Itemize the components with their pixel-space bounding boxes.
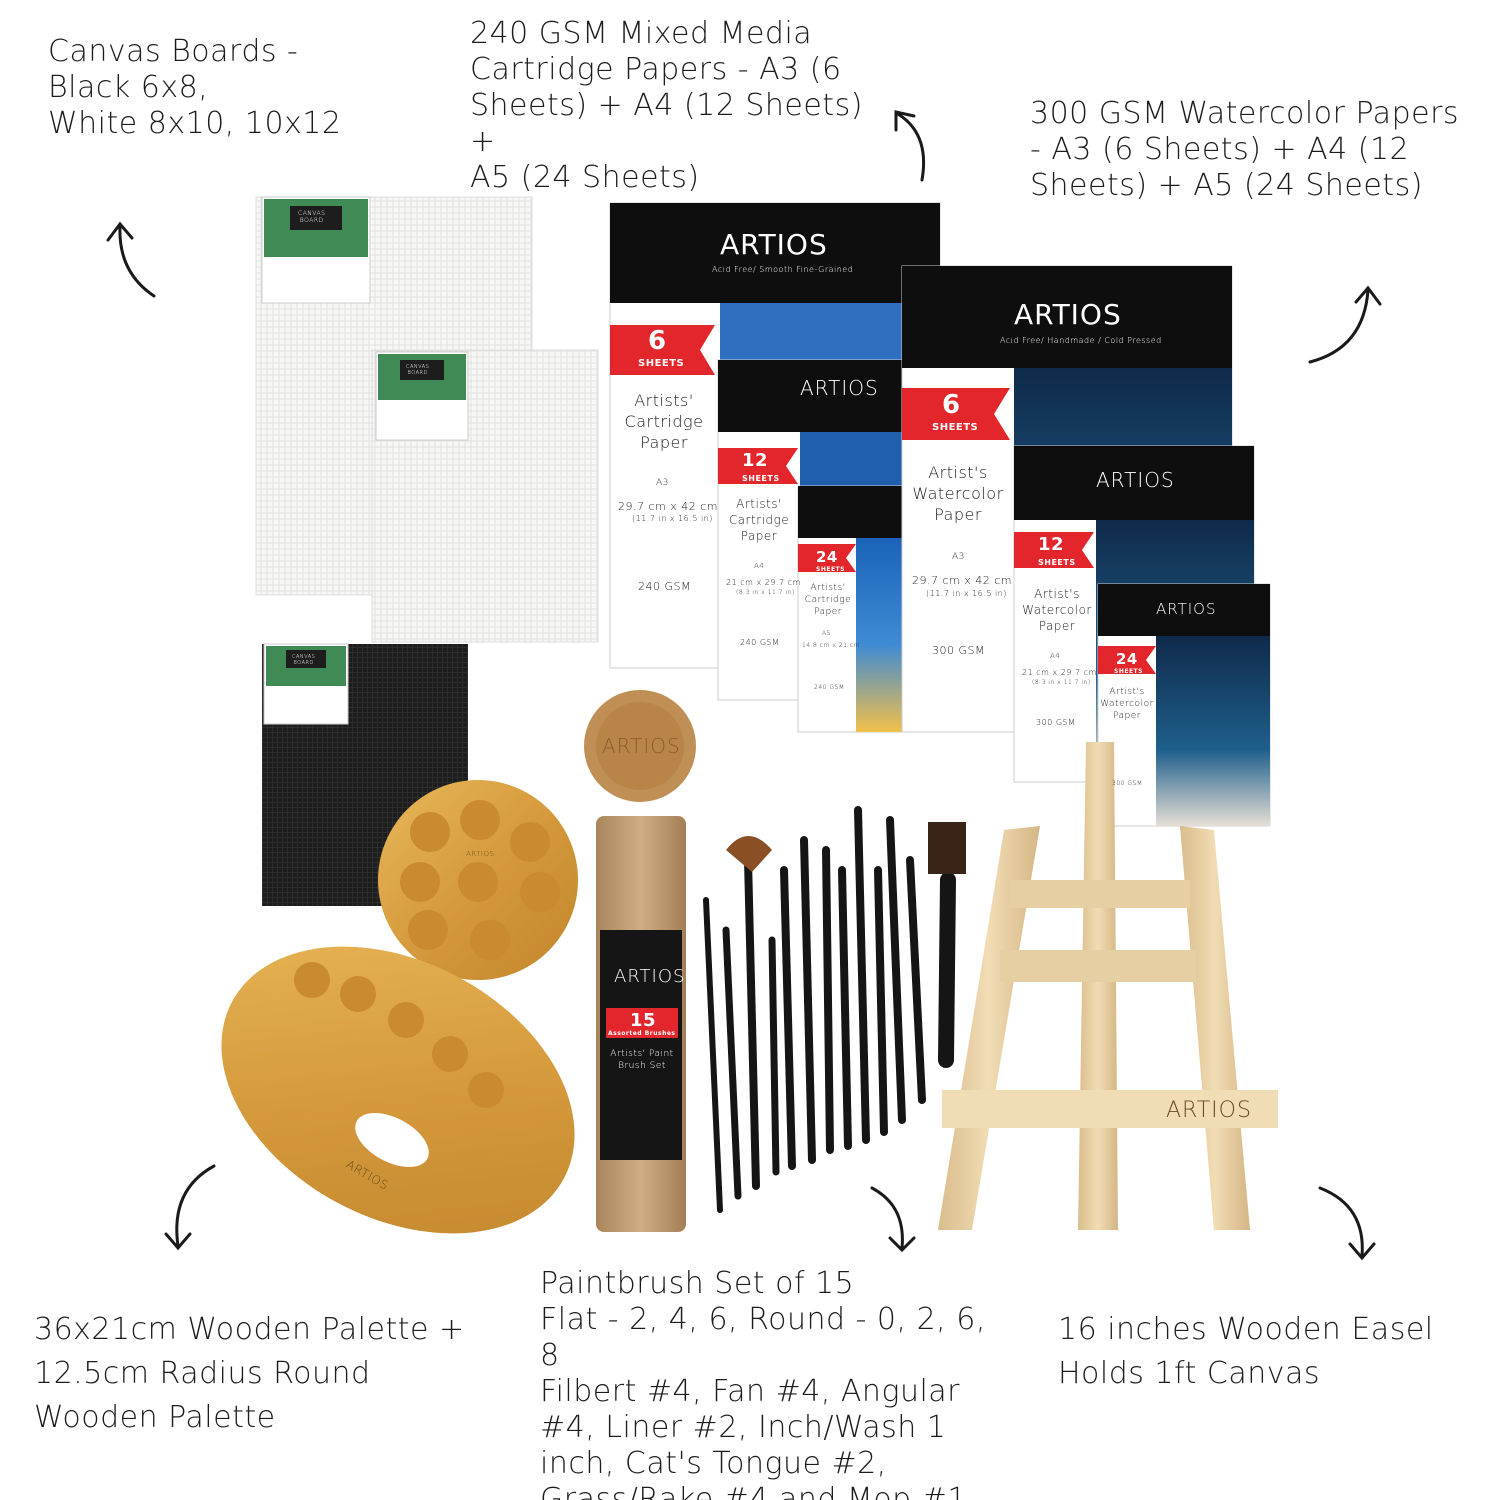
pad-sizein-cartridge-a4: (8.3 in x 11.7 in) bbox=[736, 589, 795, 596]
arrow-icons bbox=[106, 110, 1382, 1261]
pad-sheets-cartridge-a5: SHEETS bbox=[816, 566, 845, 573]
pad-sizecode-watercolor-a4: A4 bbox=[1050, 652, 1061, 660]
pad-brand-cartridge-a3: ARTIOS bbox=[720, 228, 828, 261]
cartridge-pad-a5 bbox=[797, 485, 909, 733]
pad-count-watercolor-a3: 6 bbox=[942, 390, 961, 420]
pad-sheets-cartridge-a3: SHEETS bbox=[638, 358, 685, 369]
tube-count-label: Assorted Brushes bbox=[608, 1030, 676, 1037]
pad-name-cartridge-a4: Artists' Cartridge Paper bbox=[728, 497, 790, 543]
pad-count-cartridge-a3: 6 bbox=[648, 326, 667, 356]
caption-canvas-boards: Canvas Boards - Black 6x8, White 8x10, 1… bbox=[48, 34, 342, 141]
pad-size-cartridge-a5: 14.8 cm x 21 cm bbox=[802, 642, 860, 649]
pad-name-cartridge-a5: Artists' Cartridge Paper bbox=[804, 583, 852, 617]
pad-count-cartridge-a4: 12 bbox=[742, 450, 769, 471]
pad-count-watercolor-a5: 24 bbox=[1116, 650, 1138, 668]
round-palette-brand: ARTIOS bbox=[466, 850, 495, 858]
pad-brand-watercolor-a4: ARTIOS bbox=[1096, 468, 1175, 492]
pad-sizein-cartridge-a3: (11.7 in x 16.5 in) bbox=[632, 514, 713, 523]
pad-size-cartridge-a3: 29.7 cm x 42 cm bbox=[618, 500, 719, 513]
pad-sizecode-cartridge-a4: A4 bbox=[754, 562, 765, 570]
pad-gsm-watercolor-a4: 300 GSM bbox=[1036, 718, 1076, 727]
pad-count-watercolor-a4: 12 bbox=[1038, 534, 1065, 555]
pad-sizecode-cartridge-a5: A5 bbox=[822, 630, 831, 637]
pad-sheets-watercolor-a5: SHEETS bbox=[1114, 668, 1143, 675]
caption-cartridge-papers: 240 GSM Mixed Media Cartridge Papers - A… bbox=[470, 16, 863, 195]
arrow-cartridge-icon bbox=[894, 110, 926, 182]
arrow-easel-icon bbox=[1318, 1186, 1376, 1261]
paint-brushes bbox=[703, 806, 956, 1213]
round-wooden-palette bbox=[378, 780, 578, 980]
watercolor-pad-a5 bbox=[1097, 583, 1271, 827]
pad-sheets-watercolor-a3: SHEETS bbox=[932, 422, 979, 433]
pad-size-watercolor-a3: 29.7 cm x 42 cm bbox=[912, 574, 1013, 587]
arrow-brushes-icon bbox=[870, 1186, 916, 1253]
tube-name: Artists' Paint Brush Set bbox=[610, 1049, 674, 1071]
pad-sizecode-watercolor-a3: A3 bbox=[952, 552, 965, 562]
wood-coaster bbox=[584, 690, 696, 802]
caption-watercolor-papers: 300 GSM Watercolor Papers - A3 (6 Sheets… bbox=[1030, 96, 1460, 203]
caption-easel: 16 inches Wooden Easel Holds 1ft Canvas bbox=[1058, 1312, 1434, 1391]
pad-size-watercolor-a4: 21 cm x 29.7 cm bbox=[1022, 668, 1097, 677]
pad-name-cartridge-a3: Artists' Cartridge Paper bbox=[624, 391, 704, 452]
pad-size-cartridge-a4: 21 cm x 29.7 cm bbox=[726, 578, 801, 587]
easel-brand: ARTIOS bbox=[1166, 1098, 1252, 1123]
pad-brand-watercolor-a5: ARTIOS bbox=[1156, 600, 1217, 618]
tube-count: 15 bbox=[630, 1010, 657, 1031]
brush-tube bbox=[596, 816, 686, 1232]
coaster-brand: ARTIOS bbox=[602, 734, 681, 758]
arrow-watercolor-icon bbox=[1308, 285, 1382, 364]
pad-sizecode-cartridge-a3: A3 bbox=[656, 478, 669, 488]
pad-gsm-watercolor-a5: 300 GSM bbox=[1112, 780, 1143, 787]
pad-gsm-watercolor-a3: 300 GSM bbox=[932, 644, 985, 657]
brush-tips bbox=[726, 822, 966, 874]
pad-sizein-watercolor-a4: (8.3 in x 11.7 in) bbox=[1032, 679, 1091, 686]
pad-brand-watercolor-a3: ARTIOS bbox=[1014, 298, 1122, 331]
pad-name-watercolor-a3: Artist's Watercolor Paper bbox=[912, 463, 1004, 524]
caption-brushes: Paintbrush Set of 15 Flat - 2, 4, 6, Rou… bbox=[540, 1266, 986, 1500]
canvas-label-black: CANVAS BOARD bbox=[292, 654, 316, 666]
pad-name-watercolor-a4: Artist's Watercolor Paper bbox=[1022, 587, 1092, 633]
caption-palettes: 36x21cm Wooden Palette + 12.5cm Radius R… bbox=[34, 1312, 465, 1435]
pad-count-cartridge-a5: 24 bbox=[816, 548, 838, 566]
pad-sheets-cartridge-a4: SHEETS bbox=[742, 474, 780, 483]
pad-subtitle-cartridge: Acid Free/ Smooth Fine-Grained bbox=[712, 265, 854, 274]
oval-wooden-palette bbox=[221, 946, 575, 1234]
canvas-label-medium: CANVAS BOARD bbox=[406, 364, 430, 376]
pad-subtitle-watercolor: Acid Free/ Handmade / Cold Pressed bbox=[1000, 336, 1162, 345]
arrow-canvas-icon bbox=[106, 221, 156, 298]
pad-gsm-cartridge-a4: 240 GSM bbox=[740, 638, 780, 647]
canvas-board-medium bbox=[371, 349, 599, 643]
canvas-label-large: CANVAS BOARD bbox=[298, 210, 326, 224]
pad-gsm-cartridge-a3: 240 GSM bbox=[638, 580, 691, 593]
pad-brand-cartridge-a4: ARTIOS bbox=[800, 376, 879, 400]
pad-gsm-cartridge-a5: 240 GSM bbox=[814, 684, 845, 691]
arrow-palette-icon bbox=[164, 1164, 216, 1251]
pad-name-watercolor-a5: Artist's Watercolor Paper bbox=[1100, 687, 1154, 721]
pad-sheets-watercolor-a4: SHEETS bbox=[1038, 558, 1076, 567]
tube-brand: ARTIOS bbox=[614, 966, 686, 987]
pad-sizein-watercolor-a3: (11.7 in x 16.5 in) bbox=[926, 589, 1007, 598]
wooden-easel bbox=[938, 742, 1278, 1230]
